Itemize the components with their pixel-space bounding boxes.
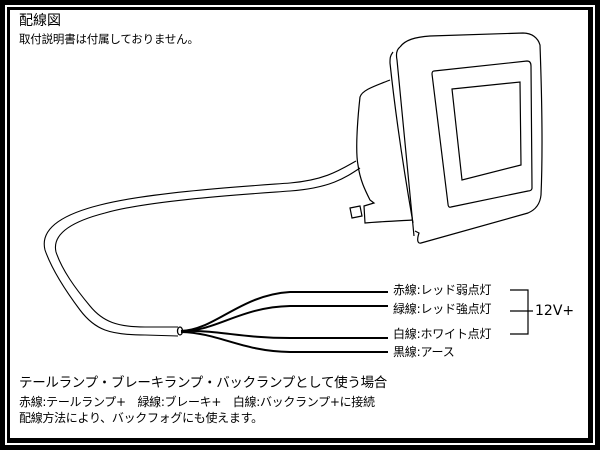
usage-fog-note: 配線方法により、バックフォグにも使えます。 [19,411,263,425]
wire-leads-icon [180,291,388,353]
usage-connection-note: 赤線:テールランプ+ 緑線:ブレーキ+ 白線:バックランプ+に接続 [19,395,375,409]
wire-label-red: 赤線:レッド弱点灯 [393,283,492,297]
wire-label-green: 緑線:レッド強点灯 [393,302,492,316]
cable-icon [43,160,361,337]
voltage-bracket-icon [510,289,533,335]
page-subtitle: 取付説明書は付属しておりません。 [19,32,199,46]
lamp-unit-icon [349,32,543,244]
diagram-canvas [10,10,588,438]
page-title: 配線図 [19,13,61,29]
wire-label-black: 黒線:アース [393,345,455,359]
voltage-label: 12V+ [535,303,575,319]
wire-label-white: 白線:ホワイト点灯 [393,327,492,341]
usage-heading: テールランプ・ブレーキランプ・バックランプとして使う場合 [19,375,387,391]
